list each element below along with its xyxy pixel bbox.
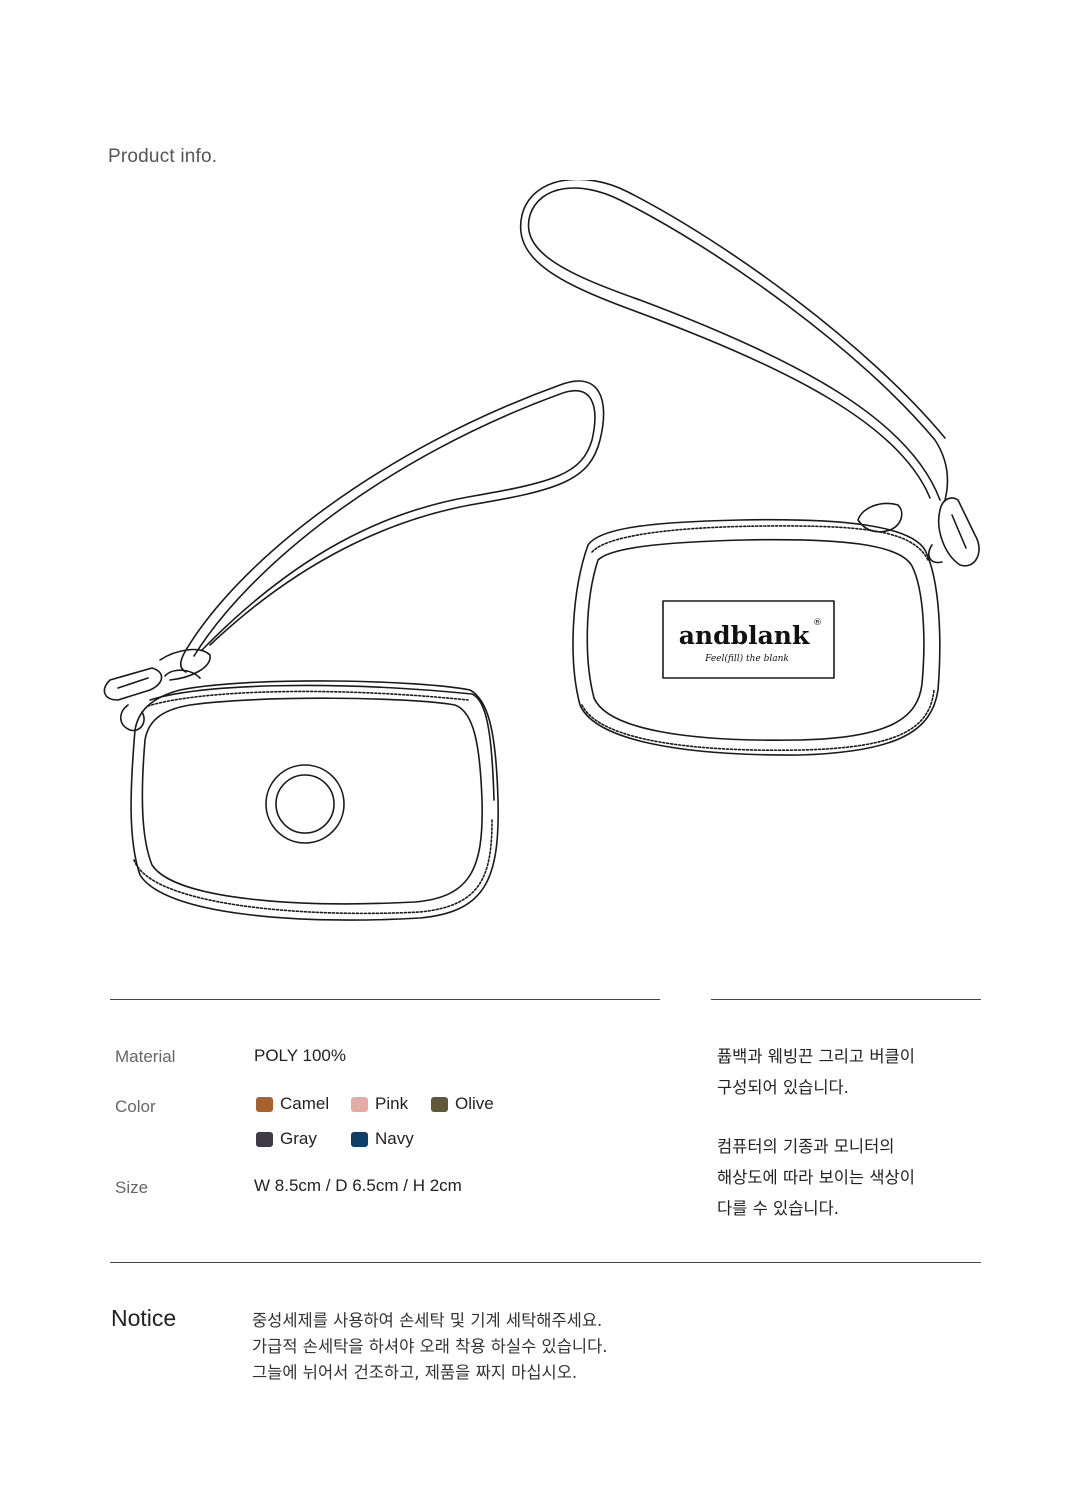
display-color-note: 컴퓨터의 기종과 모니터의 해상도에 따라 보이는 색상이 다를 수 있습니다. xyxy=(717,1131,977,1224)
color-name: Gray xyxy=(280,1129,317,1148)
brand-tagline: Feel(fill) the blank xyxy=(704,653,789,664)
left-pouch xyxy=(103,380,605,921)
registered-mark: ® xyxy=(813,618,822,628)
right-strap xyxy=(527,187,949,501)
note-line: 퓹백과 웨빙끈 그리고 버클이 xyxy=(717,1047,915,1066)
left-buckle xyxy=(103,667,163,701)
divider-notes-top xyxy=(711,999,981,1000)
color-label: Color xyxy=(115,1097,156,1116)
right-pouch xyxy=(519,180,980,756)
divider-specs-top xyxy=(110,999,660,1000)
product-illustration: andblank ® Feel(fill) the blank xyxy=(103,180,980,921)
notice-body: 중성세제를 사용하여 손세탁 및 기계 세탁해주세요. 가급적 손세탁을 하셔야… xyxy=(252,1308,712,1386)
note-line: 해상도에 따라 보이는 색상이 xyxy=(717,1168,915,1187)
gray-swatch xyxy=(256,1131,273,1147)
notice-line: 그늘에 뉘어서 건조하고, 제품을 짜지 마십시오. xyxy=(252,1363,578,1382)
left-pouch-outer xyxy=(130,680,499,921)
left-pouch-ring-outer xyxy=(265,764,345,844)
color-option-pink: Pink xyxy=(351,1094,408,1114)
color-name: Navy xyxy=(375,1129,414,1148)
right-buckle xyxy=(937,497,980,567)
notice-line: 중성세제를 사용하여 손세탁 및 기계 세탁해주세요. xyxy=(252,1311,603,1330)
color-option-camel: Camel xyxy=(256,1094,329,1114)
brand-name: andblank xyxy=(679,621,810,650)
color-option-olive: Olive xyxy=(431,1094,494,1114)
divider-notice-top xyxy=(110,1262,981,1263)
size-value: W 8.5cm / D 6.5cm / H 2cm xyxy=(254,1176,462,1195)
notice-title: Notice xyxy=(111,1305,177,1331)
note-line: 다를 수 있습니다. xyxy=(717,1199,839,1218)
olive-swatch xyxy=(431,1096,448,1112)
note-line: 컴퓨터의 기종과 모니터의 xyxy=(717,1137,895,1156)
pink-swatch xyxy=(351,1096,368,1112)
right-pouch-outer xyxy=(572,518,941,756)
navy-swatch xyxy=(351,1131,368,1147)
notice-line: 가급적 손세탁을 하셔야 오래 착용 하실수 있습니다. xyxy=(252,1337,608,1356)
material-label: Material xyxy=(115,1047,176,1066)
left-pouch-ring-inner xyxy=(275,774,335,834)
camel-swatch xyxy=(256,1096,273,1112)
left-strap xyxy=(185,380,605,651)
composition-note: 퓹백과 웨빙끈 그리고 버클이 구성되어 있습니다. xyxy=(717,1041,977,1103)
color-name: Camel xyxy=(280,1094,330,1113)
brand-label-frame xyxy=(662,600,835,679)
left-strap-inner xyxy=(193,390,596,657)
section-title: Product info. xyxy=(108,146,218,167)
size-label: Size xyxy=(115,1178,149,1197)
color-option-gray: Gray xyxy=(256,1129,317,1149)
note-line: 구성되어 있습니다. xyxy=(717,1078,849,1097)
color-option-navy: Navy xyxy=(351,1129,414,1149)
color-name: Pink xyxy=(375,1094,409,1113)
material-value: POLY 100% xyxy=(254,1046,346,1065)
color-name: Olive xyxy=(455,1094,494,1113)
